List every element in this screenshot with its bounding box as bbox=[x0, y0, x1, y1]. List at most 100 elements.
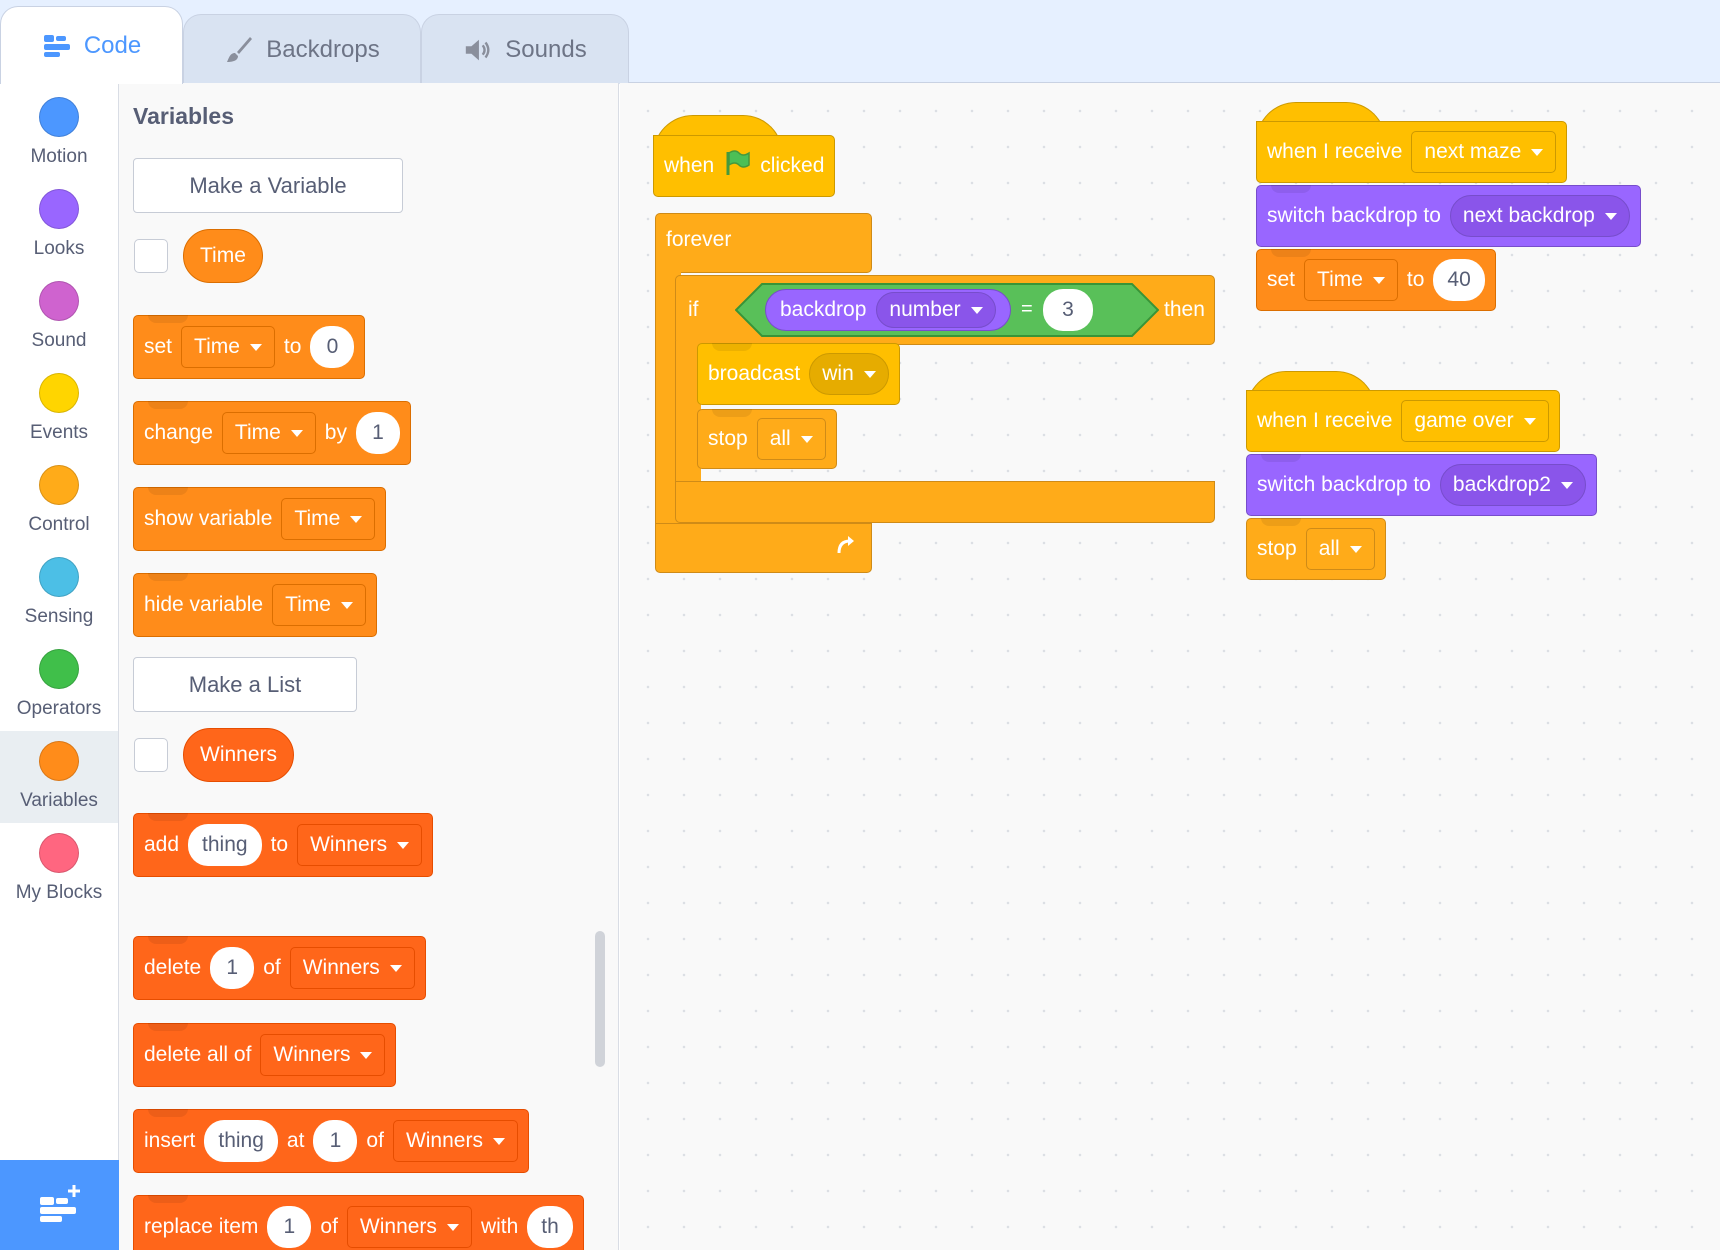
backdrop-dropdown[interactable]: next backdrop bbox=[1449, 195, 1630, 237]
compare-value-input[interactable]: 3 bbox=[1043, 289, 1093, 331]
list-dropdown[interactable]: Winners bbox=[260, 1034, 386, 1076]
add-to-list-block[interactable]: add thing to Winners bbox=[133, 813, 434, 877]
index-input[interactable]: 1 bbox=[267, 1206, 312, 1248]
palette-scrollbar[interactable] bbox=[595, 931, 605, 1067]
category-looks[interactable]: Looks bbox=[0, 179, 118, 271]
block-text: add bbox=[144, 833, 180, 856]
message-dropdown[interactable]: game over bbox=[1401, 400, 1549, 442]
item-input[interactable]: thing bbox=[188, 824, 262, 866]
set-variable-block[interactable]: set Time to 40 bbox=[1256, 249, 1496, 311]
value-input[interactable]: 0 bbox=[310, 326, 355, 368]
category-events[interactable]: Events bbox=[0, 363, 118, 455]
list-dropdown[interactable]: Winners bbox=[392, 1120, 518, 1162]
script-workspace[interactable]: forever if then backdrop number = 3 broa… bbox=[620, 83, 1720, 1250]
value-input[interactable]: 1 bbox=[355, 412, 400, 454]
chevron-down-icon bbox=[1604, 212, 1617, 220]
sound-color-dot bbox=[39, 281, 79, 321]
switch-backdrop-block[interactable]: switch backdrop to next backdrop bbox=[1256, 185, 1641, 247]
when-i-receive-next-maze-hat[interactable]: when I receive next maze bbox=[1256, 121, 1568, 183]
dropdown-value: backdrop2 bbox=[1452, 473, 1551, 496]
block-text: broadcast bbox=[708, 362, 801, 385]
block-text: replace item bbox=[144, 1215, 259, 1238]
index-input[interactable]: 1 bbox=[210, 947, 255, 989]
dropdown-value: all bbox=[1318, 537, 1340, 560]
index-input[interactable]: 1 bbox=[313, 1120, 358, 1162]
stop-option-dropdown[interactable]: all bbox=[1305, 528, 1375, 570]
add-extension-icon bbox=[38, 1183, 82, 1228]
forever-label: forever bbox=[666, 228, 732, 251]
category-operators[interactable]: Operators bbox=[0, 639, 118, 731]
block-text: to bbox=[270, 833, 289, 856]
equals-operator-block[interactable]: backdrop number = 3 bbox=[735, 283, 1159, 337]
events-color-dot bbox=[39, 373, 79, 413]
chevron-down-icon bbox=[360, 1051, 373, 1059]
make-variable-button[interactable]: Make a Variable bbox=[133, 158, 403, 213]
delete-from-list-block[interactable]: delete 1 of Winners bbox=[133, 936, 426, 1000]
backdrop-sensing-reporter[interactable]: backdrop number bbox=[765, 289, 1011, 331]
motion-color-dot bbox=[39, 97, 79, 137]
variable-reporter-time[interactable]: Time bbox=[183, 229, 263, 283]
add-extension-button[interactable] bbox=[0, 1160, 119, 1250]
value-input[interactable]: 40 bbox=[1433, 259, 1485, 301]
variable-monitor-checkbox[interactable] bbox=[134, 239, 168, 273]
category-control[interactable]: Control bbox=[0, 455, 118, 547]
make-list-button[interactable]: Make a List bbox=[133, 657, 357, 712]
list-dropdown[interactable]: Winners bbox=[346, 1206, 472, 1248]
tab-backdrops-label: Backdrops bbox=[266, 35, 380, 63]
category-sensing[interactable]: Sensing bbox=[0, 547, 118, 639]
show-variable-block[interactable]: show variable Time bbox=[133, 487, 387, 551]
broadcast-message-dropdown[interactable]: win bbox=[809, 353, 889, 395]
block-text: set bbox=[1267, 268, 1296, 291]
broadcast-block[interactable]: broadcast win bbox=[697, 343, 900, 405]
if-bottom bbox=[675, 481, 1215, 523]
list-reporter-winners[interactable]: Winners bbox=[183, 728, 295, 782]
item-input[interactable]: thing bbox=[204, 1120, 278, 1162]
sensing-color-dot bbox=[39, 557, 79, 597]
backdrop-dropdown[interactable]: backdrop2 bbox=[1439, 464, 1586, 506]
block-text: stop bbox=[708, 427, 748, 450]
then-label: then bbox=[1164, 298, 1205, 321]
message-dropdown[interactable]: next maze bbox=[1411, 131, 1557, 173]
variable-dropdown[interactable]: Time bbox=[221, 412, 316, 454]
insert-into-list-block[interactable]: insert thing at 1 of Winners bbox=[133, 1109, 529, 1173]
list-monitor-checkbox[interactable] bbox=[134, 738, 168, 772]
tab-sounds[interactable]: Sounds bbox=[421, 14, 629, 84]
tab-code[interactable]: Code bbox=[0, 6, 183, 84]
backdrop-property-dropdown[interactable]: number bbox=[876, 292, 996, 328]
set-variable-block[interactable]: set Time to 0 bbox=[133, 315, 366, 379]
stop-block[interactable]: stop all bbox=[697, 409, 837, 469]
block-text: at bbox=[286, 1129, 305, 1152]
when-i-receive-game-over-hat[interactable]: when I receive game over bbox=[1246, 390, 1560, 452]
delete-all-of-list-block[interactable]: delete all of Winners bbox=[133, 1023, 397, 1087]
variable-dropdown[interactable]: Time bbox=[272, 584, 366, 626]
category-label: Control bbox=[28, 514, 90, 535]
list-dropdown[interactable]: Winners bbox=[297, 824, 423, 866]
variable-dropdown[interactable]: Time bbox=[1304, 259, 1398, 301]
stop-option-dropdown[interactable]: all bbox=[756, 418, 826, 460]
forever-block[interactable] bbox=[655, 213, 872, 273]
category-variables[interactable]: Variables bbox=[0, 731, 118, 823]
when-flag-clicked-hat[interactable]: when clicked bbox=[653, 135, 836, 197]
list-dropdown[interactable]: Winners bbox=[289, 947, 415, 989]
category-my-blocks[interactable]: My Blocks bbox=[0, 823, 118, 915]
stop-block[interactable]: stop all bbox=[1246, 518, 1386, 580]
item-input[interactable]: th bbox=[527, 1206, 573, 1248]
category-sound[interactable]: Sound bbox=[0, 271, 118, 363]
looks-color-dot bbox=[39, 189, 79, 229]
block-text: switch backdrop to bbox=[1257, 473, 1431, 496]
switch-backdrop-block[interactable]: switch backdrop to backdrop2 bbox=[1246, 454, 1597, 516]
chevron-down-icon bbox=[1349, 545, 1362, 553]
block-text: to bbox=[1406, 268, 1425, 291]
variable-dropdown[interactable]: Time bbox=[281, 498, 376, 540]
variable-dropdown[interactable]: Time bbox=[181, 326, 275, 368]
category-motion[interactable]: Motion bbox=[0, 87, 118, 179]
dropdown-value: Time bbox=[1317, 268, 1363, 291]
hide-variable-block[interactable]: hide variable Time bbox=[133, 573, 377, 637]
tab-backdrops[interactable]: Backdrops bbox=[183, 14, 421, 84]
chevron-down-icon bbox=[1531, 148, 1544, 156]
variables-color-dot bbox=[39, 741, 79, 781]
category-menu: Motion Looks Sound Events Control Sensin… bbox=[0, 83, 119, 1250]
change-variable-block[interactable]: change Time by 1 bbox=[133, 401, 411, 465]
block-text: stop bbox=[1257, 537, 1297, 560]
replace-list-item-block[interactable]: replace item 1 of Winners with th bbox=[133, 1195, 584, 1250]
